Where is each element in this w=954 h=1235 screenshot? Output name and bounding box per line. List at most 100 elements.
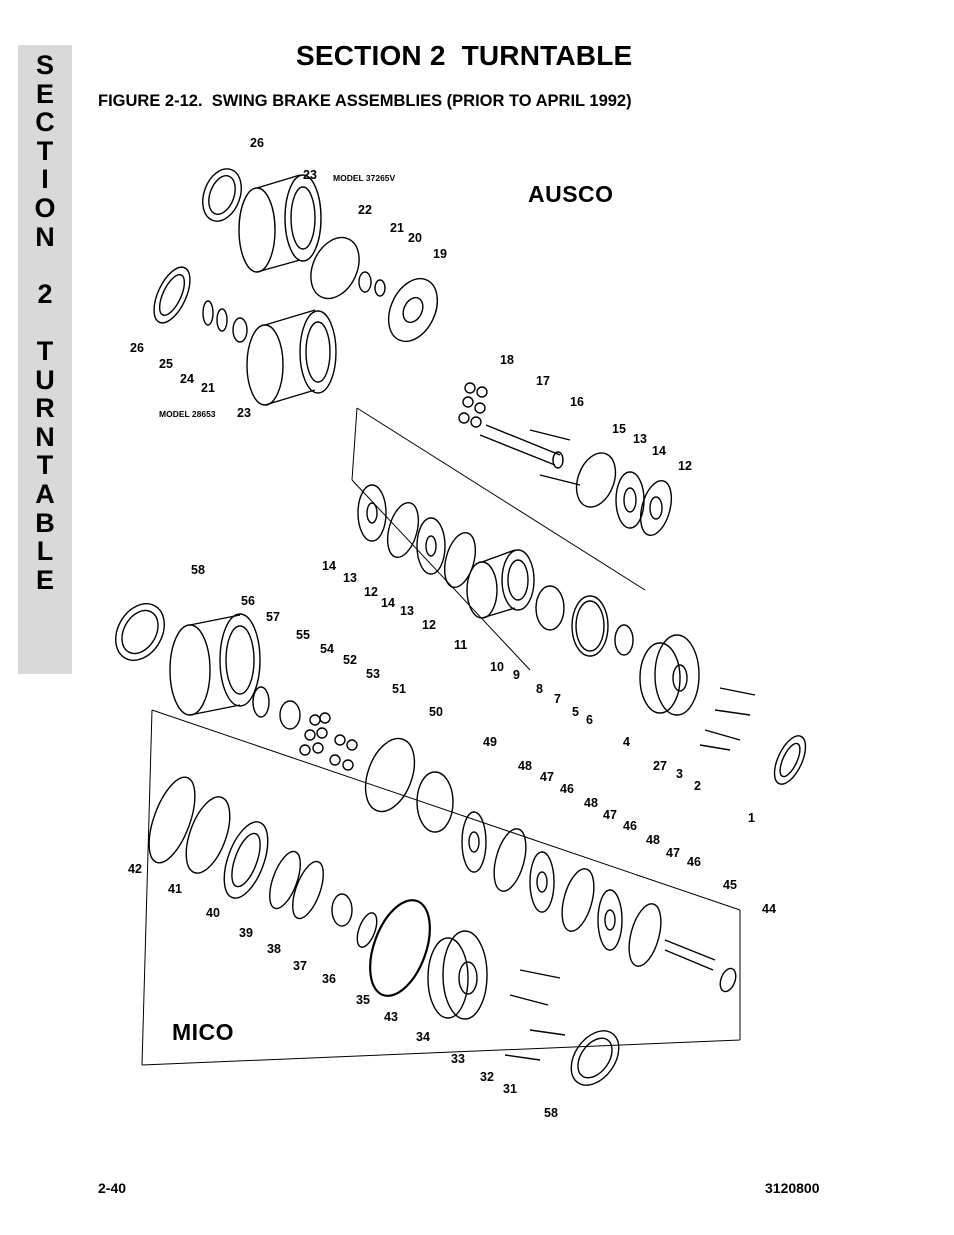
callout: 5: [572, 705, 579, 719]
callout: 37: [293, 959, 307, 973]
callout: 49: [483, 735, 497, 749]
callout: 47: [666, 846, 680, 860]
callout: 6: [586, 713, 593, 727]
callout: 2: [694, 779, 701, 793]
callout: 46: [560, 782, 574, 796]
callout: 4: [623, 735, 630, 749]
swing-brake-exploded-diagram: AUSCO MICO MODEL 37265V MODEL 28653 26 2…: [115, 136, 807, 1120]
side-tab-letter: T: [36, 335, 54, 366]
side-tab-letter: B: [35, 507, 55, 538]
shaft-17: [479, 424, 564, 469]
callout: 31: [503, 1082, 517, 1096]
callout: 40: [206, 906, 220, 920]
side-tab-letter: A: [35, 478, 55, 509]
section-title: SECTION 2 TURNTABLE: [296, 40, 633, 71]
callout: 11: [454, 638, 467, 652]
callout: 56: [241, 594, 255, 608]
callout: 58: [544, 1106, 558, 1120]
mico-housing-56: [169, 613, 261, 716]
ausco-ring-22: [310, 236, 360, 300]
ausco-housing-top: [238, 174, 322, 273]
callout: 44: [762, 902, 776, 916]
callout: 57: [266, 610, 280, 624]
side-tab-letter: T: [36, 450, 54, 481]
callout: 25: [159, 357, 173, 371]
side-tab-letter: T: [36, 135, 54, 166]
side-tab-letter: E: [35, 564, 54, 595]
side-tab-letter: [18, 251, 72, 280]
side-tab-letter: N: [35, 221, 55, 252]
side-tab-letter: N: [35, 421, 55, 452]
callout: 12: [678, 459, 692, 473]
end-cover-4: [639, 634, 700, 716]
page-number: 2-40: [98, 1180, 127, 1196]
figure-title: FIGURE 2-12. SWING BRAKE ASSEMBLIES (PRI…: [98, 92, 632, 110]
callout: 48: [646, 833, 660, 847]
callout: 17: [536, 374, 550, 388]
callout: 43: [384, 1010, 398, 1024]
callout: 24: [180, 372, 194, 386]
ausco-gasket-26-left: [153, 266, 191, 324]
callout: 26: [250, 136, 264, 150]
callout: 15: [612, 422, 626, 436]
callout: 53: [366, 667, 380, 681]
callout: 13: [633, 432, 647, 446]
document-number: 3120800: [765, 1180, 820, 1196]
callout: 8: [536, 682, 543, 696]
side-tab-letter: O: [34, 192, 56, 223]
side-tab-letter: 2: [37, 278, 53, 309]
callout: 7: [554, 692, 561, 706]
callout: 47: [603, 808, 617, 822]
callout: 33: [451, 1052, 465, 1066]
callout: 1: [748, 811, 755, 825]
callout: 52: [343, 653, 357, 667]
callout: 32: [480, 1070, 494, 1084]
side-tab-letter: C: [35, 107, 55, 138]
callout: 18: [500, 353, 514, 367]
callout: 23: [237, 406, 251, 420]
callout: 51: [392, 682, 406, 696]
side-tab-letter: I: [41, 164, 49, 195]
callout: 46: [687, 855, 701, 869]
callout: 3: [676, 767, 683, 781]
mico-gasket-58-top: [115, 603, 165, 661]
callout: 12: [422, 618, 436, 632]
callout: 38: [267, 942, 281, 956]
callout: 41: [168, 882, 182, 896]
ausco-gasket-top: [202, 168, 242, 222]
side-tab-letter: U: [35, 364, 55, 395]
callout: 10: [490, 660, 504, 674]
callout: 12: [364, 585, 378, 599]
model-label-37265v: MODEL 37265V: [333, 173, 396, 183]
callout: 27: [653, 759, 667, 773]
callout: 9: [513, 668, 520, 682]
callout: 26: [130, 341, 144, 355]
callout: 21: [201, 381, 215, 395]
callout: 48: [518, 759, 532, 773]
callout: 20: [408, 231, 422, 245]
springs-18: [458, 382, 488, 428]
callout: 36: [322, 972, 336, 986]
side-tab-letter: L: [36, 536, 54, 567]
callout-numbers: 26 23 22 21 20 19 26 25 24 21 23 18 17 1…: [128, 136, 776, 1120]
callout: 14: [381, 596, 395, 610]
ausco-housing-bottom: [246, 309, 337, 406]
callout: 34: [416, 1030, 430, 1044]
callout: 14: [652, 444, 666, 458]
brand-mico: MICO: [172, 1019, 234, 1045]
callout: 23: [303, 168, 317, 182]
callout: 47: [540, 770, 554, 784]
callout: 14: [322, 559, 336, 573]
side-tab-letter: S: [35, 50, 54, 80]
mico-gasket-58-bottom: [570, 1030, 620, 1086]
callout: 46: [623, 819, 637, 833]
side-tab-letter: E: [35, 78, 54, 109]
mico-end-cover-34: [427, 930, 488, 1020]
callout: 42: [128, 862, 142, 876]
callout: 55: [296, 628, 310, 642]
callout: 16: [570, 395, 584, 409]
callout: 39: [239, 926, 253, 940]
callout: 35: [356, 993, 370, 1007]
